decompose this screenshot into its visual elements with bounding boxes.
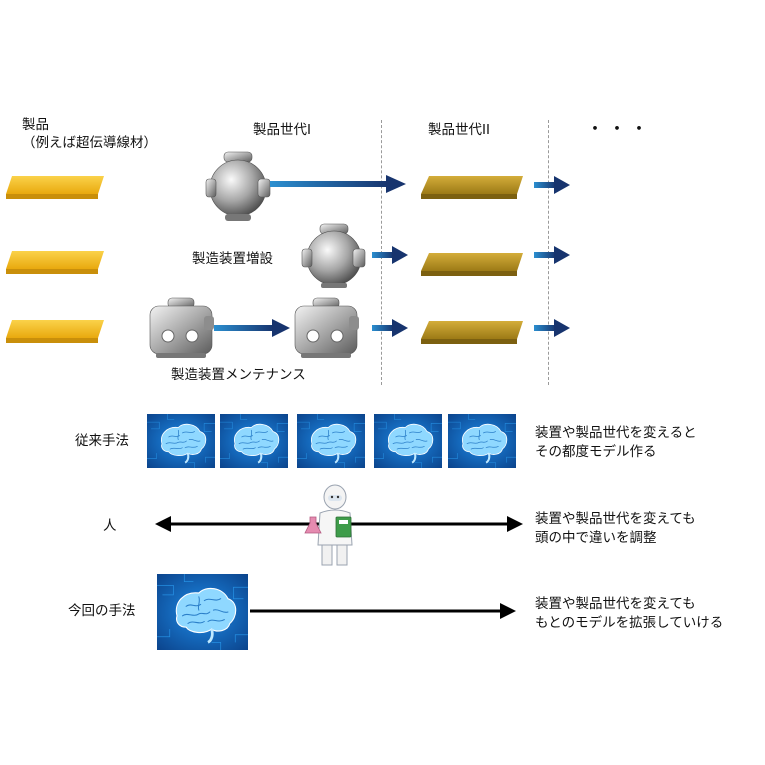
arrow-gen2-next-2 xyxy=(534,246,570,264)
generation-1-label: 製品世代I xyxy=(253,122,311,138)
arrow-maintenance xyxy=(214,319,290,337)
human-label: 人 xyxy=(103,518,117,534)
arrow-row3-to-gen2 xyxy=(372,319,408,337)
conventional-desc-line1: 装置や製品世代を変えると xyxy=(535,425,697,441)
product-gen2-bar-1 xyxy=(421,176,523,199)
product-sublabel: （例えば超伝導線材） xyxy=(22,135,157,151)
product-gen2-bar-2 xyxy=(421,253,523,276)
proposed-arrow xyxy=(250,603,516,619)
scientist-icon xyxy=(304,484,353,566)
proposed-method-label: 今回の手法 xyxy=(68,603,136,619)
machine-box-maintained-icon xyxy=(294,297,359,358)
product-gen2-bar-3 xyxy=(421,321,523,344)
machine-sphere-added-icon xyxy=(301,223,366,288)
arrow-gen2-next-3 xyxy=(534,319,570,337)
arrow-gen2-next-1 xyxy=(534,176,570,194)
conventional-method-label: 従来手法 xyxy=(75,433,129,449)
equipment-add-label: 製造装置増設 xyxy=(192,251,273,267)
machine-box-icon xyxy=(149,297,214,358)
product-bar-2 xyxy=(6,251,104,274)
arrow-gen1-to-gen2 xyxy=(270,175,406,193)
arrow-row2-to-gen2 xyxy=(372,246,408,264)
human-desc-line2: 頭の中で違いを調整 xyxy=(535,530,657,546)
ellipsis: ・・・ xyxy=(586,119,652,140)
equipment-maintenance-label: 製造装置メンテナンス xyxy=(171,367,306,383)
proposed-desc-line1: 装置や製品世代を変えても xyxy=(535,596,696,612)
product-label: 製品 xyxy=(22,117,49,133)
human-desc-line1: 装置や製品世代を変えても xyxy=(535,511,696,527)
product-bar-1 xyxy=(6,176,104,199)
conventional-desc-line2: その都度モデル作る xyxy=(535,444,657,460)
proposed-desc-line2: もとのモデルを拡張していける xyxy=(535,615,724,631)
product-bar-3 xyxy=(6,320,104,343)
machine-sphere-icon xyxy=(205,151,271,221)
generation-2-label: 製品世代II xyxy=(428,122,490,138)
